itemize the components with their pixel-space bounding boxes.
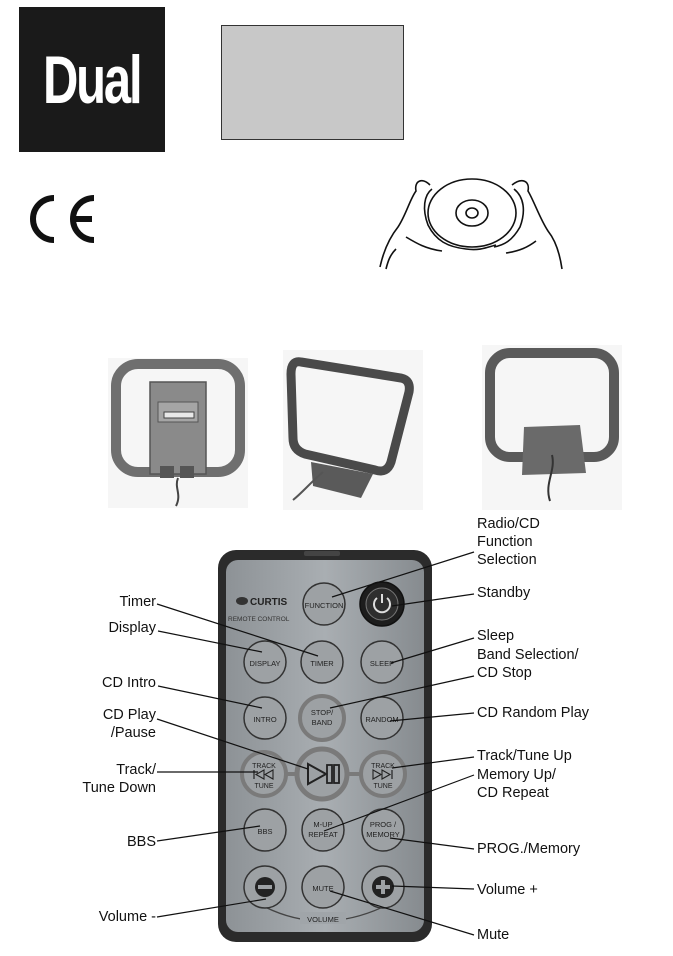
mute-button[interactable]: MUTE [301, 865, 345, 909]
curtis-brand-mark: CURTIS [236, 597, 288, 608]
track-left-label-1: TRACK [252, 763, 276, 770]
volume-minus-button[interactable] [243, 865, 287, 909]
label-track-up: Track/Tune Up [477, 748, 572, 764]
label-cd-play-line1: CD Play [102, 707, 156, 723]
prog-label-2: MEMORY [366, 830, 400, 839]
label-track-down-line1: Track/ [116, 762, 156, 778]
play-pause-button[interactable] [294, 746, 350, 802]
label-mute: Mute [477, 927, 510, 943]
ce-mark-icon [30, 195, 95, 243]
label-track-down-line2: Tune Down [82, 780, 156, 796]
volume-caption: VOLUME [307, 915, 339, 924]
mute-button-label: MUTE [312, 884, 333, 893]
label-cd-random: CD Random Play [477, 705, 590, 721]
remote-subtitle: REMOTE CONTROL [228, 616, 290, 623]
am-loop-antenna-angled-icon [283, 350, 423, 510]
mup-label-2: REPEAT [308, 830, 338, 839]
track-right-label-2: TUNE [373, 783, 392, 790]
label-memory-up-line1: Memory Up/ [477, 767, 556, 783]
intro-button[interactable]: INTRO [243, 696, 287, 740]
minus-icon [255, 877, 275, 897]
label-radio-cd: Radio/CD Function Selection [477, 515, 540, 569]
track-left-label-2: TUNE [254, 783, 273, 790]
plus-icon [372, 876, 394, 898]
label-standby: Standby [477, 585, 531, 601]
random-button[interactable]: RANDOM [360, 696, 404, 740]
display-button[interactable]: DISPLAY [243, 640, 287, 684]
label-bbs: BBS [126, 834, 156, 850]
dual-logo: Dual [19, 7, 165, 152]
skip-forward-icon [372, 769, 393, 780]
label-timer: Timer [119, 594, 156, 610]
mup-label-1: M-UP [313, 820, 332, 829]
random-button-label: RANDOM [365, 715, 398, 724]
am-loop-antenna-stand-icon [482, 345, 622, 510]
remote-brand: CURTIS [250, 597, 288, 608]
label-band-line1: Band Selection/ [477, 647, 579, 663]
volume-plus-button[interactable] [361, 865, 405, 909]
bbs-button-label: BBS [257, 827, 272, 836]
label-memory-up-line2: CD Repeat [477, 785, 549, 801]
standby-button[interactable] [359, 581, 405, 627]
label-cd-intro: CD Intro [102, 675, 156, 691]
cd-handling-illustration [379, 178, 563, 270]
label-cd-play: CD Play /Pause [103, 706, 156, 742]
stop-band-label-2: BAND [312, 718, 333, 727]
bbs-button[interactable]: BBS [243, 808, 287, 852]
label-radio-cd-line3: Selection [477, 552, 537, 568]
intro-button-label: INTRO [253, 715, 276, 724]
callout-lines [156, 551, 475, 936]
label-memory-up: Memory Up/ CD Repeat [477, 766, 556, 802]
label-volume-plus: Volume + [477, 882, 538, 898]
prog-label-1: PROG / [370, 820, 397, 829]
stop-band-label-1: STOP/ [311, 708, 334, 717]
display-button-label: DISPLAY [249, 659, 280, 668]
track-right-label-1: TRACK [371, 763, 395, 770]
timer-button[interactable]: TIMER [300, 640, 344, 684]
function-button[interactable]: FUNCTION [302, 582, 346, 626]
track-tune-down-button[interactable]: TRACK TUNE [240, 750, 288, 798]
label-sleep: Sleep [477, 628, 515, 644]
track-tune-up-button[interactable]: TRACK TUNE [359, 750, 407, 798]
label-volume-minus: Volume - [98, 909, 156, 925]
label-band-selection: Band Selection/ CD Stop [477, 646, 579, 682]
sleep-button-label: SLEEP [370, 659, 394, 668]
function-button-label: FUNCTION [305, 601, 344, 610]
label-radio-cd-line2: Function [477, 534, 533, 550]
am-loop-antenna-front-icon [108, 358, 248, 508]
power-icon [373, 594, 391, 614]
label-radio-cd-line1: Radio/CD [477, 516, 540, 532]
timer-button-label: TIMER [310, 659, 334, 668]
label-cd-play-line2: /Pause [110, 725, 156, 741]
m-up-repeat-button[interactable]: M-UP REPEAT [301, 808, 345, 852]
label-prog-memory: PROG./Memory [477, 841, 581, 857]
stop-band-button[interactable]: STOP/ BAND [298, 694, 346, 742]
blank-label-box [221, 25, 404, 140]
prog-memory-button[interactable]: PROG / MEMORY [361, 808, 405, 852]
label-band-line2: CD Stop [477, 665, 532, 681]
label-track-down: Track/ Tune Down [82, 761, 156, 797]
sleep-button[interactable]: SLEEP [360, 640, 404, 684]
play-pause-icon [307, 762, 340, 786]
logo-text: Dual [43, 41, 143, 118]
label-display: Display [108, 620, 156, 636]
